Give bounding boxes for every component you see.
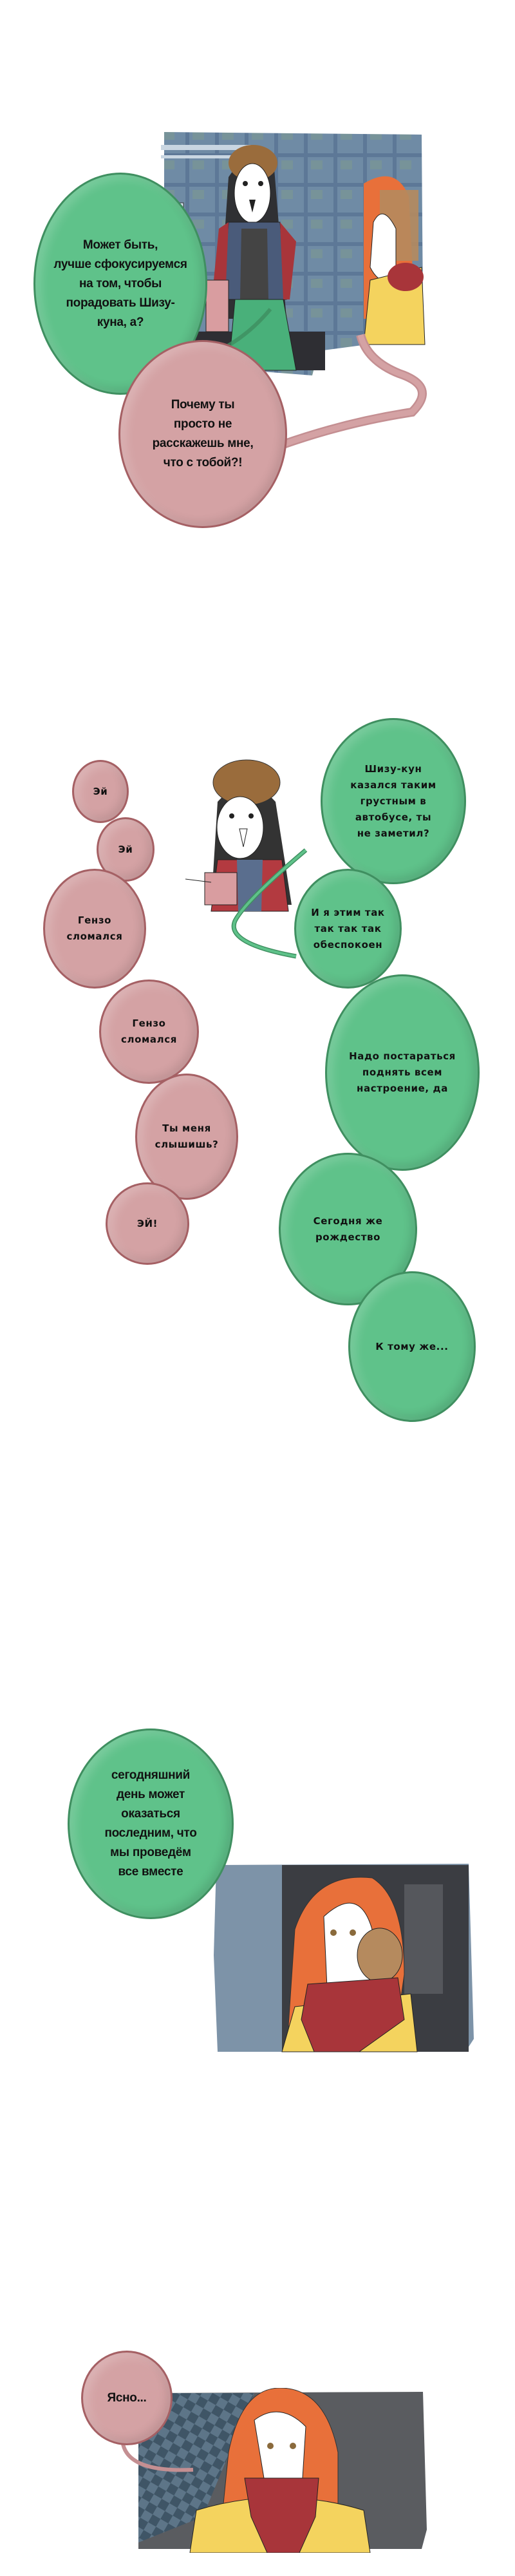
speech-bubble-shizu-sad: Шизу-кун казался таким грустным в автобу… <box>321 718 466 884</box>
speech-bubble-focus: Может быть, лучше сфокусируемся на том, … <box>33 173 207 395</box>
panel-girl-holding-gift <box>185 757 308 918</box>
panel-girl-looking-back <box>211 1859 476 2056</box>
bubble-text: Почему ты просто не расскажешь мне, что … <box>152 398 254 469</box>
panel-two-girls-at-wall <box>158 126 431 377</box>
bubble-text: Гензо сломался <box>121 1018 177 1045</box>
bubble-text: И я этим так так так так обеспокоен <box>311 906 385 951</box>
speech-bubble-cheer-up: Надо постараться поднять всем настроение… <box>325 974 480 1171</box>
bubble-text: Гензо сломался <box>66 914 123 942</box>
speech-bubble-hey-3: ЭЙ! <box>106 1182 189 1265</box>
bubble-text: Эй <box>118 843 133 855</box>
panel-girl-front-view <box>132 2388 429 2553</box>
speech-bubble-genzo-broke-2: Гензо сломался <box>99 980 199 1084</box>
bubble-text: Ты меня слышишь? <box>154 1122 219 1150</box>
bubble-text: Может быть, лучше сфокусируемся на том, … <box>53 238 187 329</box>
speech-bubble-genzo-broke-1: Гензо сломался <box>43 869 146 989</box>
speech-bubble-why: Почему ты просто не расскажешь мне, что … <box>118 340 287 528</box>
bubble-text: Сегодня же рождество <box>313 1215 383 1243</box>
speech-bubble-besides: К тому же... <box>348 1271 476 1422</box>
bubble-text: сегодняшний день может оказаться последн… <box>104 1768 197 1879</box>
speech-bubble-i-see: Ясно... <box>81 2351 173 2445</box>
speech-bubble-hear-me: Ты меня слышишь? <box>135 1074 238 1200</box>
speech-bubble-worried: И я этим так так так так обеспокоен <box>294 869 402 989</box>
bubble-text: К тому же... <box>375 1340 449 1352</box>
speech-tail-green <box>231 848 308 959</box>
bubble-text: Надо постараться поднять всем настроение… <box>349 1050 456 1094</box>
bubble-text: Ясно... <box>107 2391 147 2405</box>
speech-bubble-last-day: сегодняшний день может оказаться последн… <box>68 1728 234 1919</box>
speech-bubble-hey-1: Эй <box>72 760 129 823</box>
bubble-text: ЭЙ! <box>136 1217 158 1229</box>
bubble-text: Эй <box>93 785 108 797</box>
bubble-text: Шизу-кун казался таким грустным в автобу… <box>350 762 436 839</box>
